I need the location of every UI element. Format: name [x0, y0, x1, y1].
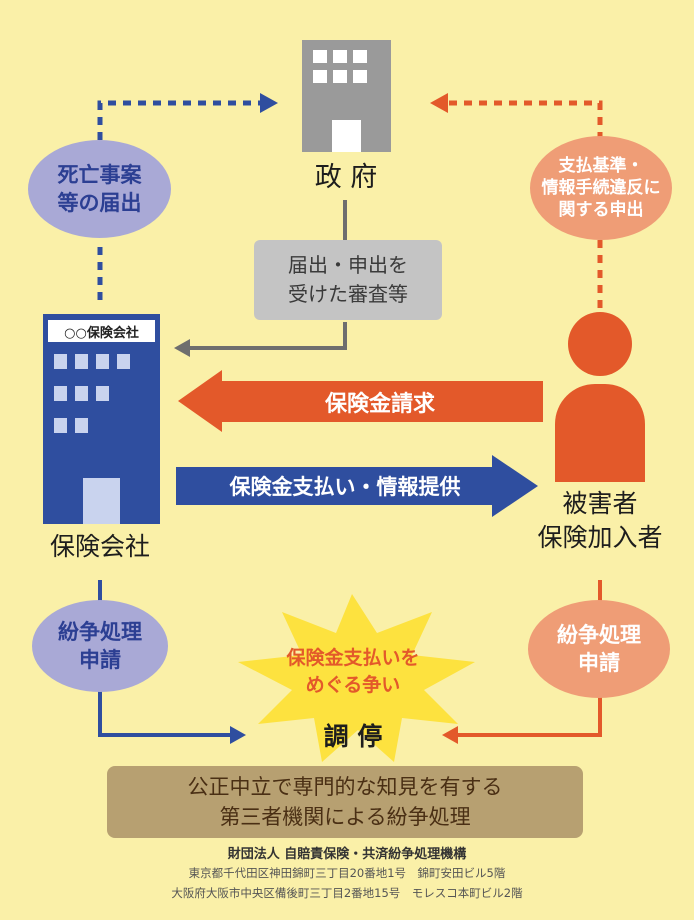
insurer-label: 保険会社	[49, 532, 150, 561]
mediation-label: 調 停	[323, 722, 383, 751]
person-icon	[555, 312, 645, 482]
complaint-connector-line	[446, 100, 603, 308]
insurer-building-icon: ○○保険会社	[43, 314, 160, 524]
third-party-banner: 公正中立で専門的な知見を有する 第三者機関による紛争処理	[107, 766, 583, 838]
insurer-sign: ○○保険会社	[48, 320, 155, 342]
complaint-arrowhead	[430, 93, 448, 113]
payment-arrow-label: 保険金支払い・情報提供	[229, 475, 461, 499]
claim-arrow	[178, 370, 543, 432]
victim-dispute-arrowhead	[442, 726, 458, 744]
review-arrowhead	[174, 339, 190, 357]
insurer-dispute-arrowhead	[230, 726, 246, 744]
review-box: 届出・申出を 受けた審査等	[254, 240, 442, 320]
payment-complaint-oval: 支払基準・ 情報手続違反に 関する申出	[530, 136, 672, 240]
burst-shape	[238, 594, 475, 762]
victim-dispute-oval: 紛争処理 申請	[528, 600, 670, 698]
report-arrowhead	[260, 93, 278, 113]
government-building-icon	[302, 40, 391, 152]
dispute-burst-text: 保険金支払いを めぐる争い	[286, 647, 420, 696]
victim-dispute-line	[456, 580, 602, 737]
insurer-dispute-oval: 紛争処理 申請	[32, 600, 168, 692]
death-report-oval: 死亡事案 等の届出	[28, 140, 171, 238]
review-connector-line	[186, 200, 347, 350]
victim-label: 被害者 保険加入者	[537, 489, 663, 552]
footer-org: 財団法人 自賠責保険・共済紛争処理機構	[227, 846, 467, 862]
report-connector-line	[97, 100, 262, 300]
claim-arrow-label: 保険金請求	[324, 391, 435, 417]
insurer-dispute-line	[98, 580, 232, 737]
payment-arrow	[176, 455, 538, 517]
footer-address-tokyo: 東京都千代田区神田錦町三丁目20番地1号 錦町安田ビル5階	[188, 866, 506, 880]
government-label: 政 府	[314, 162, 378, 193]
footer-address-osaka: 大阪府大阪市中央区備後町三丁目2番地15号 モレスコ本町ビル2階	[171, 886, 523, 900]
